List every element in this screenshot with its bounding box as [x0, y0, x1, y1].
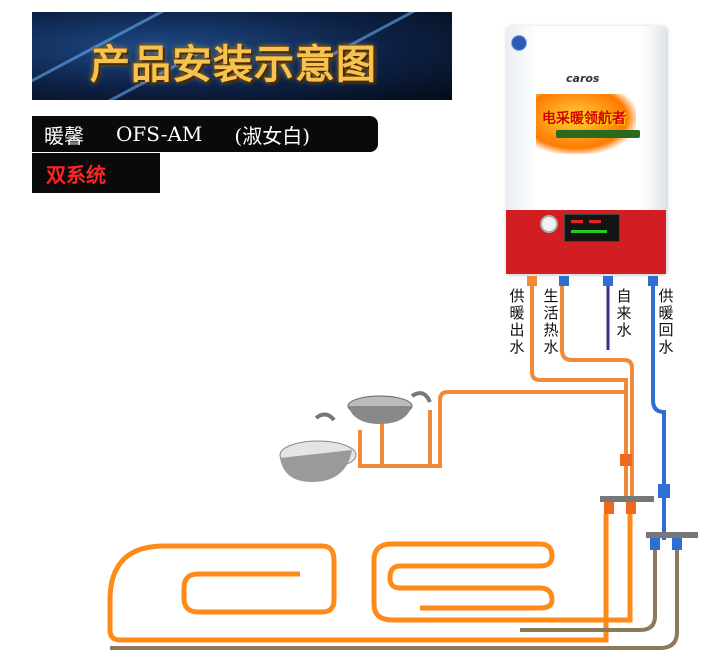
- model-bar: 暖馨 OFS-AM (淑女白): [32, 116, 378, 152]
- model-code: OFS-AM: [116, 122, 203, 146]
- pressure-gauge-icon: [540, 215, 558, 233]
- supply-return-pipe: [651, 286, 666, 540]
- floor-heating-loop-right: [371, 514, 633, 623]
- model-name: 暖馨: [44, 123, 84, 148]
- return-manifold-icon: [646, 532, 698, 550]
- fixture-pipe: [358, 390, 626, 468]
- return-valve-icon: [658, 484, 670, 498]
- floor-heating-loop-left: [107, 514, 609, 643]
- domestic-hot-pipe: [560, 286, 634, 500]
- banner: 产品安装示意图: [32, 12, 452, 100]
- label-supply-return: 供暖回水: [658, 287, 674, 356]
- bathtub-icon: [279, 412, 357, 482]
- logo-icon: [511, 35, 527, 51]
- pipe-stubs: [527, 276, 658, 286]
- label-tap-water: 自来水: [616, 287, 632, 339]
- sink-icon: [347, 391, 432, 424]
- valve-icon: [620, 454, 632, 466]
- model-color: (淑女白): [234, 123, 310, 148]
- digital-display: [564, 214, 620, 242]
- label-domestic-hot: 生活热水: [543, 287, 559, 356]
- label-supply-out: 供暖出水: [509, 287, 525, 356]
- brand-logo: caros: [566, 72, 600, 85]
- slogan-strip: [556, 130, 640, 138]
- supply-out-pipe: [530, 286, 628, 500]
- flame-icon: [536, 94, 636, 154]
- boiler-unit: caros 电采暖领航者: [506, 26, 666, 274]
- return-loop-pipe: [520, 550, 657, 632]
- supply-manifold-icon: [600, 496, 654, 514]
- return-loop-pipe-outer: [110, 550, 679, 650]
- system-label: 双系统: [32, 153, 160, 193]
- banner-title: 产品安装示意图: [90, 42, 377, 88]
- slogan: 电采暖领航者: [542, 111, 626, 127]
